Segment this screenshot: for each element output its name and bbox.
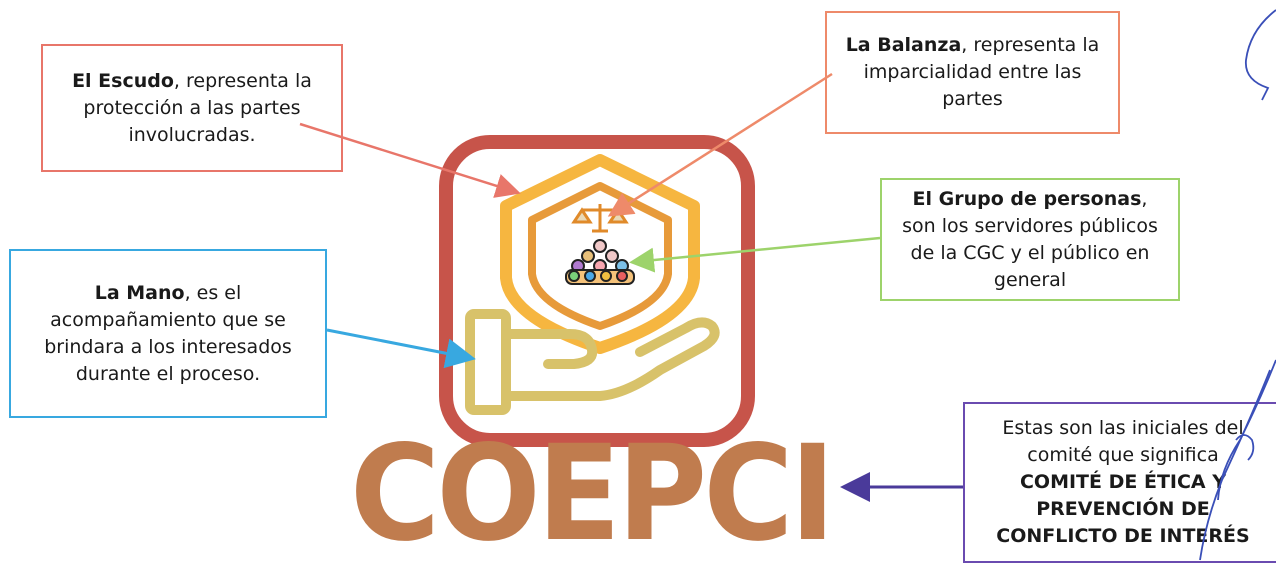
shield-icon <box>500 154 700 354</box>
callout-iniciales-strong1: COMITÉ DE ÉTICA Y <box>1019 471 1227 493</box>
logo-text: COEPCI <box>350 417 835 571</box>
callout-iniciales-line2: comité que significa <box>1027 444 1219 466</box>
callout-grupo-text: son los servidores públicos de la CGC y … <box>902 214 1158 291</box>
arrow-balanza <box>607 72 833 217</box>
callout-mano: La Mano, es el acompañamiento que se bri… <box>9 249 327 418</box>
signature-mark <box>1199 9 1276 561</box>
arrow-mano <box>326 328 476 369</box>
arrow-escudo <box>299 122 521 198</box>
callout-mano-text: La Mano, es el acompañamiento que se bri… <box>44 281 292 385</box>
callout-iniciales-line1: Estas son las iniciales del <box>1002 417 1244 439</box>
balance-scale-icon <box>571 204 629 233</box>
callout-balanza-text: La Balanza, representa la imparcialidad … <box>845 34 1100 110</box>
callout-escudo-text: El Escudo, representa la protección a la… <box>72 69 312 146</box>
callout-iniciales-strong3: CONFLICTO DE INTERÉS <box>996 525 1250 547</box>
callout-balanza: La Balanza, representa la imparcialidad … <box>825 11 1120 134</box>
arrow-grupo <box>629 236 881 273</box>
callout-iniciales: Estas son las iniciales del comité que s… <box>963 402 1276 563</box>
callout-escudo: El Escudo, representa la protección a la… <box>41 44 343 172</box>
callout-grupo-title: El Grupo de personas, <box>912 187 1148 210</box>
logo-frame <box>439 135 755 447</box>
callout-grupo: El Grupo de personas, son los servidores… <box>880 178 1180 301</box>
people-group-icon <box>565 239 635 285</box>
callout-iniciales-strong2: PREVENCIÓN DE <box>1036 498 1210 520</box>
hand-icon <box>465 309 720 415</box>
shield-inner <box>528 182 672 330</box>
